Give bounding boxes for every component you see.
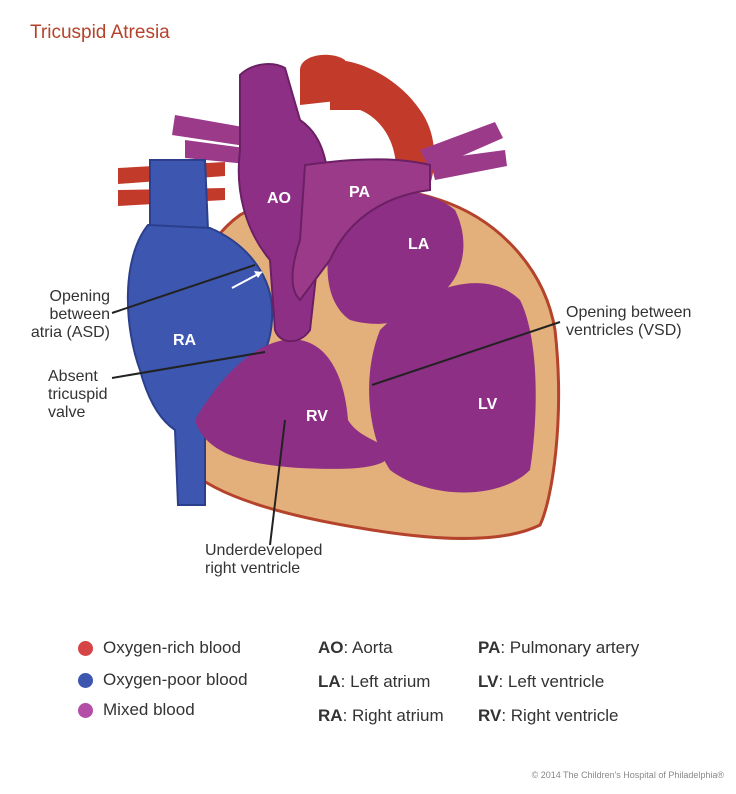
pulmonary-artery bbox=[291, 158, 431, 302]
oxygen-poor-dot bbox=[78, 672, 93, 688]
superior-vena-cava bbox=[149, 159, 210, 231]
abbr-rv: RV: Right ventricle bbox=[478, 706, 619, 725]
callout-absent-valve: Absent tricuspid valve bbox=[48, 368, 108, 421]
label-ao: AO bbox=[267, 190, 291, 207]
heart-illustration bbox=[111, 54, 561, 546]
mixed-blood-dot bbox=[78, 702, 93, 718]
label-ra: RA bbox=[173, 332, 197, 349]
legend-oxygen-poor: Oxygen-poor blood bbox=[78, 670, 248, 690]
copyright-notice: © 2014 The Children's Hospital of Philad… bbox=[531, 770, 724, 780]
callout-vsd: Opening between ventricles (VSD) bbox=[566, 304, 692, 339]
absent-valve-pointer bbox=[111, 351, 266, 379]
abbr-lv: LV: Left ventricle bbox=[478, 672, 605, 691]
label-pa: PA bbox=[349, 184, 371, 201]
label-rv: RV bbox=[306, 408, 328, 425]
abbr-la: LA: Left atrium bbox=[318, 672, 431, 691]
asd-arrow-head bbox=[254, 271, 262, 278]
abbr-ao: AO: Aorta bbox=[318, 638, 393, 657]
legend-mixed: Mixed blood bbox=[78, 700, 195, 720]
label-lv: LV bbox=[478, 396, 498, 413]
left-atrium bbox=[327, 190, 464, 324]
label-la: LA bbox=[408, 236, 430, 253]
right-ventricle bbox=[195, 339, 390, 469]
callout-underdeveloped: Underdeveloped right ventricle bbox=[205, 542, 323, 577]
asd-pointer bbox=[111, 264, 256, 314]
legend-oxygen-rich: Oxygen-rich blood bbox=[78, 638, 241, 658]
underdeveloped-pointer bbox=[269, 419, 286, 546]
diagram-title: Tricuspid Atresia bbox=[30, 22, 170, 43]
abbr-ra: RA: Right atrium bbox=[318, 706, 444, 725]
vsd-pointer bbox=[371, 321, 561, 386]
oxygen-rich-dot bbox=[78, 640, 93, 656]
abbr-pa: PA: Pulmonary artery bbox=[478, 638, 640, 657]
left-ventricle bbox=[369, 283, 536, 493]
pulmonary-branches bbox=[172, 115, 507, 180]
aortic-arch bbox=[300, 54, 435, 185]
callout-asd: Opening between atria (ASD) bbox=[30, 288, 110, 341]
